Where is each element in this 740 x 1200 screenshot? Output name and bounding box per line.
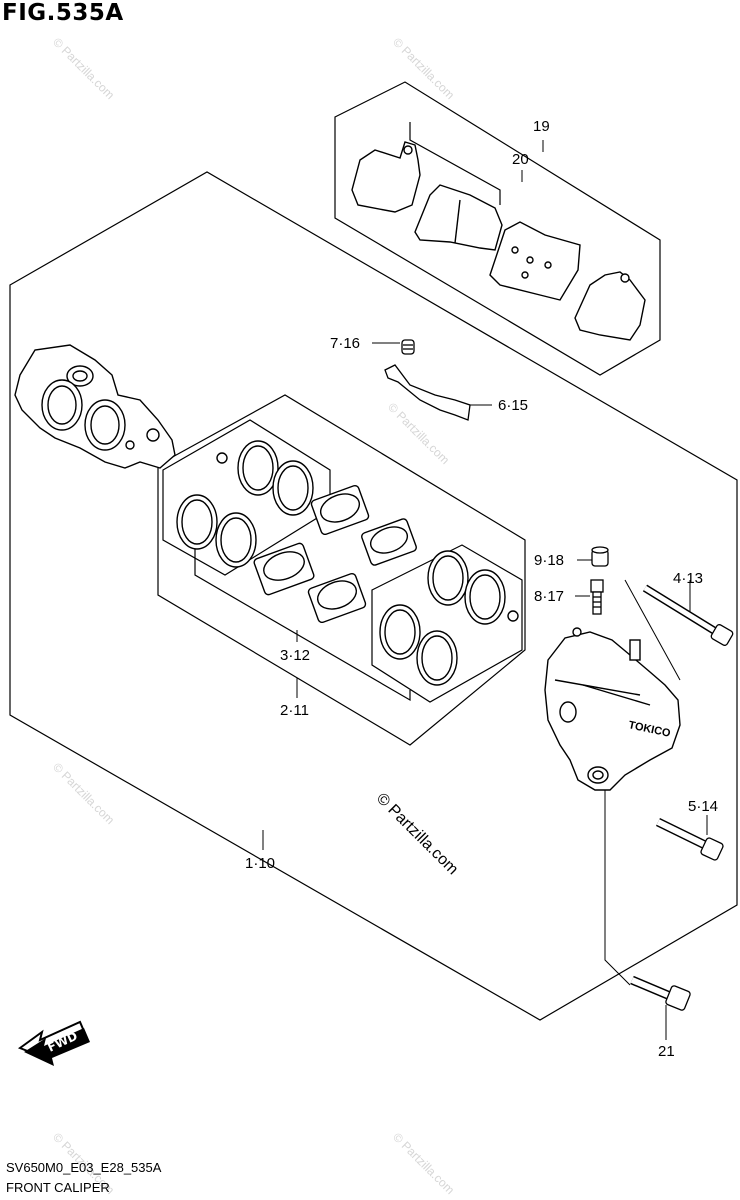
pad-shim-1 xyxy=(351,141,421,213)
callout-21: 21 xyxy=(658,1043,675,1060)
pad-shim-2 xyxy=(574,271,646,341)
callout-4-13: 4·13 xyxy=(673,570,704,587)
assembly-frame-1-10 xyxy=(9,171,738,1021)
bolt-21 xyxy=(630,975,691,1011)
brake-pad-2 xyxy=(489,221,581,301)
seal-panel-right xyxy=(371,544,523,703)
bolt-4-13 xyxy=(642,584,734,646)
callout-8-17: 8·17 xyxy=(534,588,565,605)
pistons xyxy=(253,484,417,624)
model-code: SV650M0_E03_E28_535A xyxy=(6,1160,162,1175)
caliper-to-bolt-line xyxy=(604,780,631,986)
bleeder-screw-8-17 xyxy=(590,579,604,615)
pad-set-frame-19 xyxy=(334,81,661,376)
callout-20: 20 xyxy=(512,151,529,168)
callout-1-10: 1·10 xyxy=(245,855,276,872)
piston-frame-2-11 xyxy=(157,394,526,746)
seal-rings-left xyxy=(176,440,314,568)
callout-19: 19 xyxy=(533,118,550,135)
bolt-5-14 xyxy=(656,817,724,861)
callout-9-18: 9·18 xyxy=(534,552,565,569)
fwd-arrow: FWD xyxy=(17,1020,90,1066)
caliper-half-left xyxy=(14,344,176,469)
seal-bracket-3-12 xyxy=(194,545,411,702)
callout-7-16: 7·16 xyxy=(330,335,361,352)
callout-5-14: 5·14 xyxy=(688,798,719,815)
callout-6-15: 6·15 xyxy=(498,397,529,414)
pad-bracket-20 xyxy=(409,122,501,205)
bleeder-cap-9-18 xyxy=(591,546,609,567)
bolt-guide-line xyxy=(624,579,681,681)
diagram-caption: FRONT CALIPER xyxy=(6,1180,110,1195)
caliper-assembly-right xyxy=(544,627,681,791)
brake-pads xyxy=(351,141,646,341)
seals-and-pistons xyxy=(176,440,519,686)
seal-rings-right xyxy=(379,550,519,686)
callout-3-12: 3·12 xyxy=(280,647,311,664)
figure-title: FIG.535A xyxy=(2,0,124,26)
pad-spring-bracket-6-15 xyxy=(384,364,471,421)
screw-7-16 xyxy=(401,339,415,355)
callout-2-11: 2·11 xyxy=(280,702,309,719)
